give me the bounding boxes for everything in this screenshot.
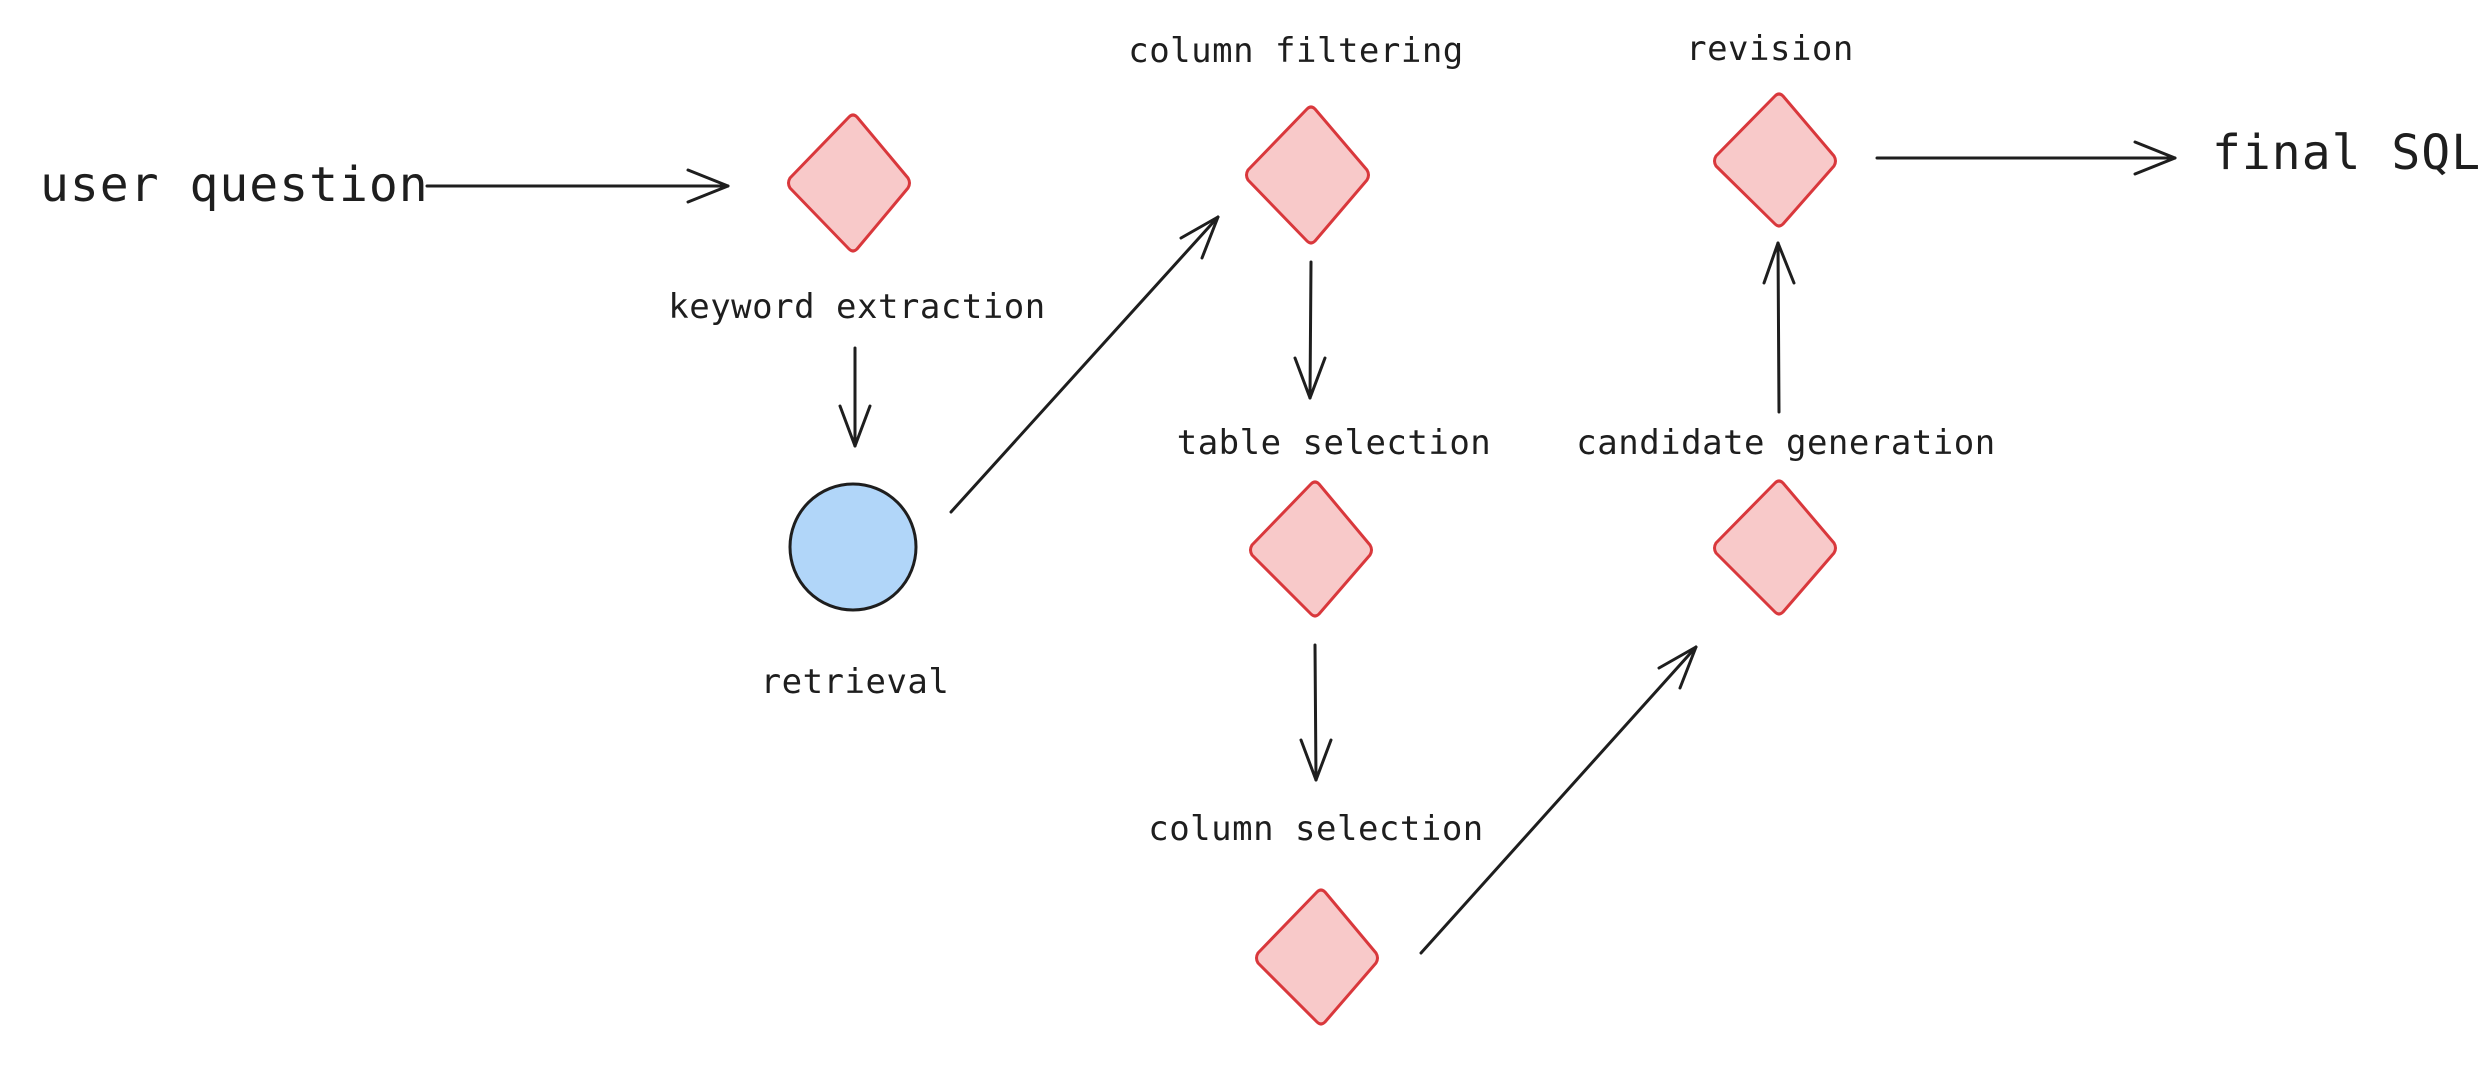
table-selection-node <box>1249 480 1373 618</box>
keyword-extraction-label: keyword extraction <box>668 287 1046 327</box>
candidate-generation-label: candidate generation <box>1576 423 1996 463</box>
keyword-extraction-node <box>787 113 911 253</box>
arrow-candidate-to-revision <box>1762 241 1796 414</box>
arrow-retrieval-to-filtering <box>949 215 1220 514</box>
column-selection-node <box>1255 888 1379 1026</box>
arrow-keyword-to-retrieval <box>838 346 872 448</box>
candidate-generation-node <box>1713 479 1837 616</box>
retrieval-label: retrieval <box>760 662 950 702</box>
output-label: final SQL <box>2212 125 2482 181</box>
revision-node <box>1713 92 1837 228</box>
arrow-revision-to-final <box>1875 140 2177 176</box>
column-filtering-node <box>1245 105 1370 245</box>
arrow-table-to-column-selection <box>1299 643 1333 782</box>
revision-label: revision <box>1686 29 1854 69</box>
arrow-question-to-keyword <box>425 168 730 204</box>
table-selection-label: table selection <box>1176 423 1492 463</box>
arrow-column-selection-to-candidate <box>1419 645 1698 955</box>
column-filtering-label: column filtering <box>1128 31 1464 71</box>
arrow-filtering-to-table <box>1293 260 1327 400</box>
retrieval-node <box>788 482 918 612</box>
column-selection-label: column selection <box>1148 809 1484 849</box>
input-label: user question <box>40 157 429 213</box>
